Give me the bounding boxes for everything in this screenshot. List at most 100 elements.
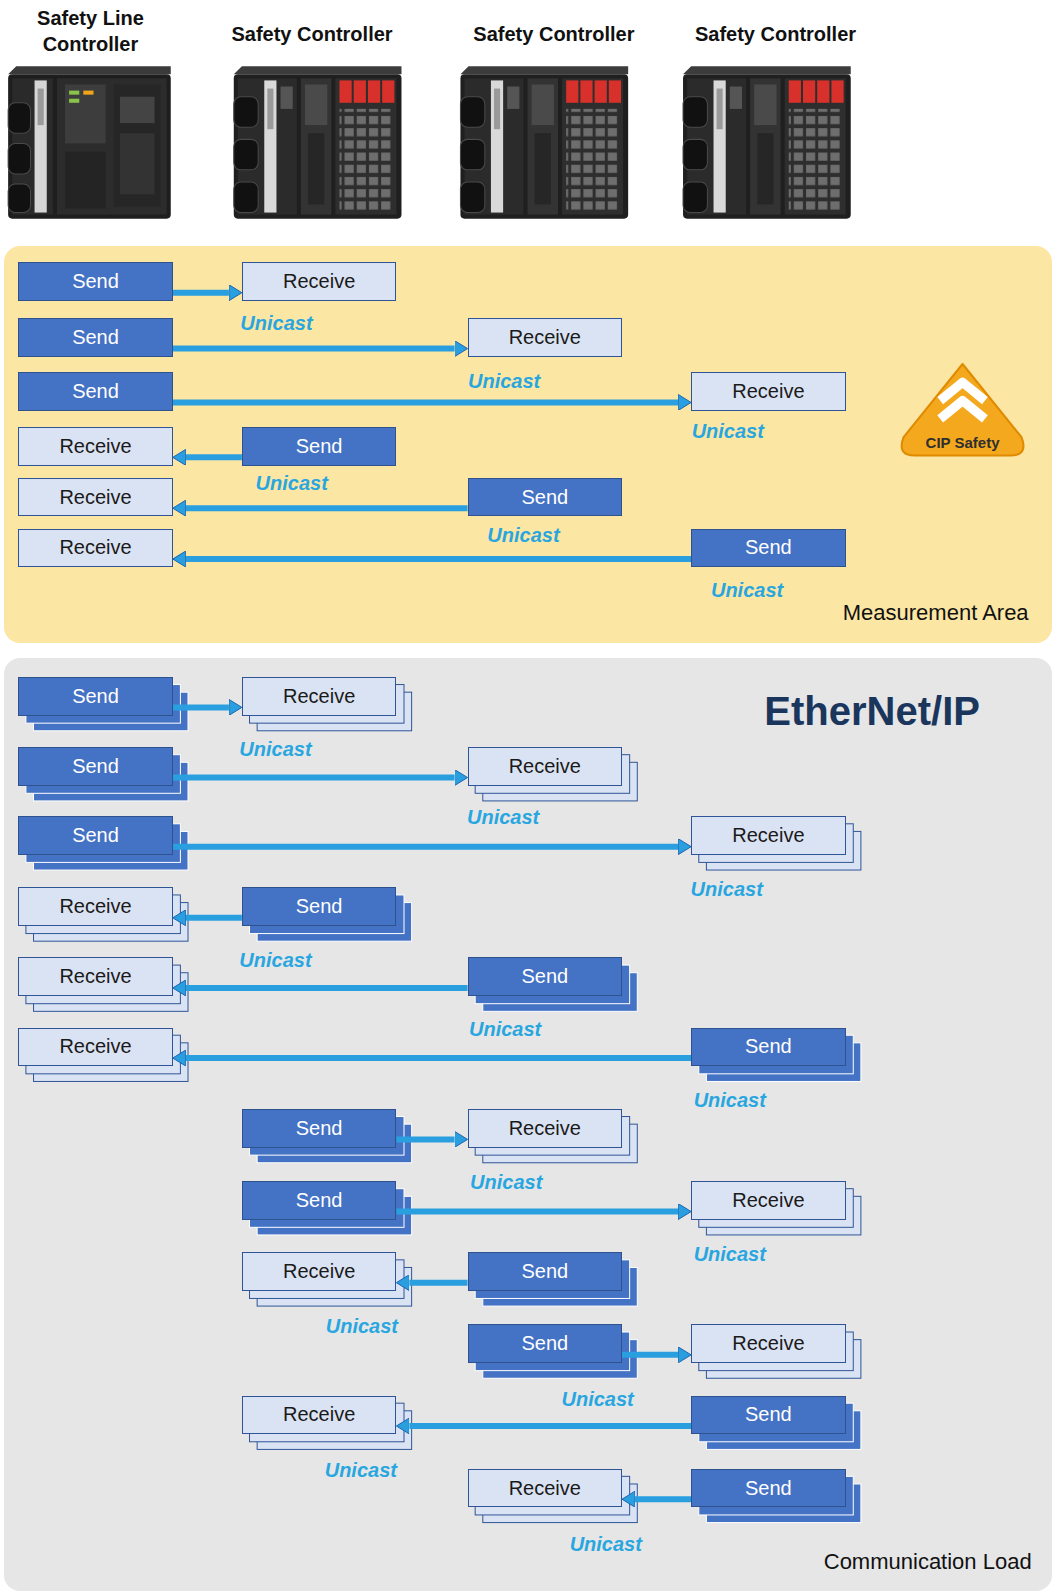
edge-label-slot: Unicast [570,1532,642,1555]
stacked-box-copy [699,1332,853,1371]
edge-label: Unicast [691,878,763,901]
edge-label-slot: Unicast [691,878,763,901]
cip-safety-badge [902,364,1024,455]
box-label: Send [521,486,568,509]
stacked-box-copy [475,1260,629,1299]
controller-heading: Safety Line Controller [9,5,172,57]
send-box: Send [242,1109,396,1148]
receive-box: Receive [691,816,845,855]
receive-box: Receive [691,1324,845,1363]
unicast-arrow [635,1496,691,1502]
edge-layer [173,293,691,1500]
send-box: Send [18,262,172,301]
box-label: Send [521,965,568,988]
stacked-box-copy [706,831,860,870]
send-box: Send [242,887,396,926]
unicast-arrow [173,704,229,710]
unicast-arrow [173,844,678,850]
stacked-box-copy [706,1043,860,1082]
stacked-box-copy [699,1476,853,1515]
stacked-box-copy [699,1189,853,1228]
receive-box: Receive [242,1252,396,1291]
stacked-box-copy [475,1476,629,1515]
edge-label-slot: Unicast [326,1315,398,1338]
receive-box: Receive [468,1469,622,1508]
stacked-box-copy [26,755,180,794]
edge-label: Unicast [239,738,311,761]
safety-controller-photo [683,66,851,218]
stacked-box-copy [26,895,180,934]
stacked-box-copy [483,1340,637,1379]
edge-label: Unicast [692,419,764,442]
edge-label: Unicast [467,806,539,829]
send-box: Send [18,816,172,855]
title-slot: Measurement Area [843,600,1029,626]
edge-label: Unicast [694,1243,766,1266]
stacked-box-copy [257,1267,411,1306]
box-label: Send [745,1035,792,1058]
box-label: Receive [283,685,355,708]
stacked-box-copy [250,1403,404,1442]
box-label: Receive [59,895,131,918]
stacked-box-copy [475,755,629,794]
box-label: Send [521,1260,568,1283]
box-label: Send [521,1332,568,1355]
edge-label-slot: Unicast [487,523,559,546]
edge-label-slot: Unicast [469,1017,541,1040]
label-slot: Safety Controller [694,21,857,47]
box-label: Send [296,1189,343,1212]
receive-box: Receive [691,1181,845,1220]
box-label: Send [296,1117,343,1140]
box-label: Receive [59,486,131,509]
box-label: Receive [283,270,355,293]
stacked-box-copy [483,973,637,1012]
stacked-box-copy [257,1124,411,1163]
send-box: Send [691,529,845,568]
stacked-box-copy [26,685,180,724]
box-label: Send [296,435,343,458]
unicast-arrow [186,915,242,921]
receive-box: Receive [691,372,845,411]
stacked-box-copy [475,1117,629,1156]
stacked-box-copy [483,1484,637,1523]
safety-controller-photo [234,66,402,218]
receive-box: Receive [242,262,396,301]
edge-label-slot: Unicast [240,312,312,335]
receive-box: Receive [468,1109,622,1148]
box-label: Send [72,270,119,293]
box-label: Receive [732,824,804,847]
stacked-box-copy [257,692,411,731]
badge-shape [902,364,1024,455]
area-panel: Measurement AreaSendReceiveSendReceiveSe… [4,246,1052,643]
logo-text: CIP Safety [902,433,1024,453]
box-label: Send [72,755,119,778]
stacked-box-copy [26,965,180,1004]
receive-box: Receive [18,427,172,466]
box-label: Send [745,1403,792,1426]
stacked-box-copy [706,1340,860,1379]
stacked-box-copy [26,1035,180,1074]
edge-label-slot: Unicast [468,370,540,393]
stacked-box-copy [250,685,404,724]
label-slot: EtherNet/IP [764,685,1044,737]
edge-label: Unicast [711,578,783,601]
edge-label-slot: Unicast [562,1387,634,1410]
send-box: Send [18,747,172,786]
edge-label: Unicast [570,1532,642,1555]
unicast-arrow [173,399,678,405]
edge-label: Unicast [468,370,540,393]
box-label: Receive [509,1477,581,1500]
stacked-box-copy [34,831,188,870]
unicast-arrow [173,290,229,296]
send-box: Send [468,478,622,517]
panel-title: Communication Load [824,1549,1032,1575]
stacked-box-copy [475,1332,629,1371]
box-label: Send [72,685,119,708]
send-box: Send [242,427,396,466]
stacked-box-copy [699,1035,853,1074]
send-box: Send [242,1181,396,1220]
label-slot: Safety Line Controller [9,5,172,57]
box-label: Receive [59,536,131,559]
unicast-arrow [173,346,455,352]
box-label: Send [745,536,792,559]
